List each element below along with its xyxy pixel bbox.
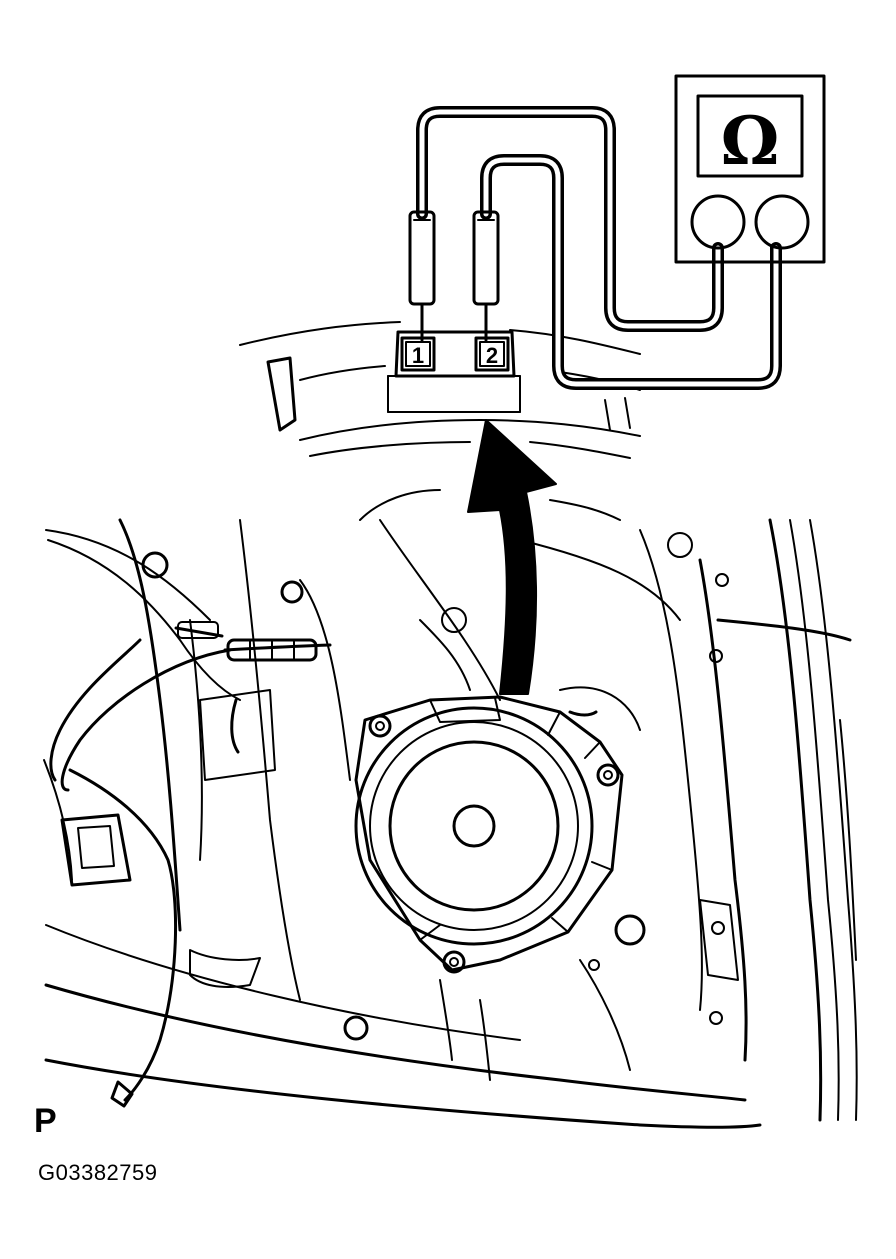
wire-harness (49, 621, 332, 1108)
curved-arrow-icon (467, 419, 557, 695)
ohmmeter-icon: Ω (674, 74, 826, 264)
door-speaker-icon (354, 695, 624, 974)
figure-code-label: G03382759 (38, 1160, 158, 1185)
ohm-symbol: Ω (721, 102, 780, 180)
view-letter-label: P (34, 1102, 57, 1140)
connector-pin-2: 2 (486, 343, 498, 368)
door-panel (43, 518, 858, 1129)
pin-2-label: 2 (486, 343, 498, 368)
connector-pin-1: 1 (412, 343, 424, 368)
connector-detail-view (239, 321, 641, 521)
test-lead-1 (408, 106, 724, 342)
test-lead-2 (472, 154, 782, 390)
pin-1-label: 1 (412, 343, 424, 368)
